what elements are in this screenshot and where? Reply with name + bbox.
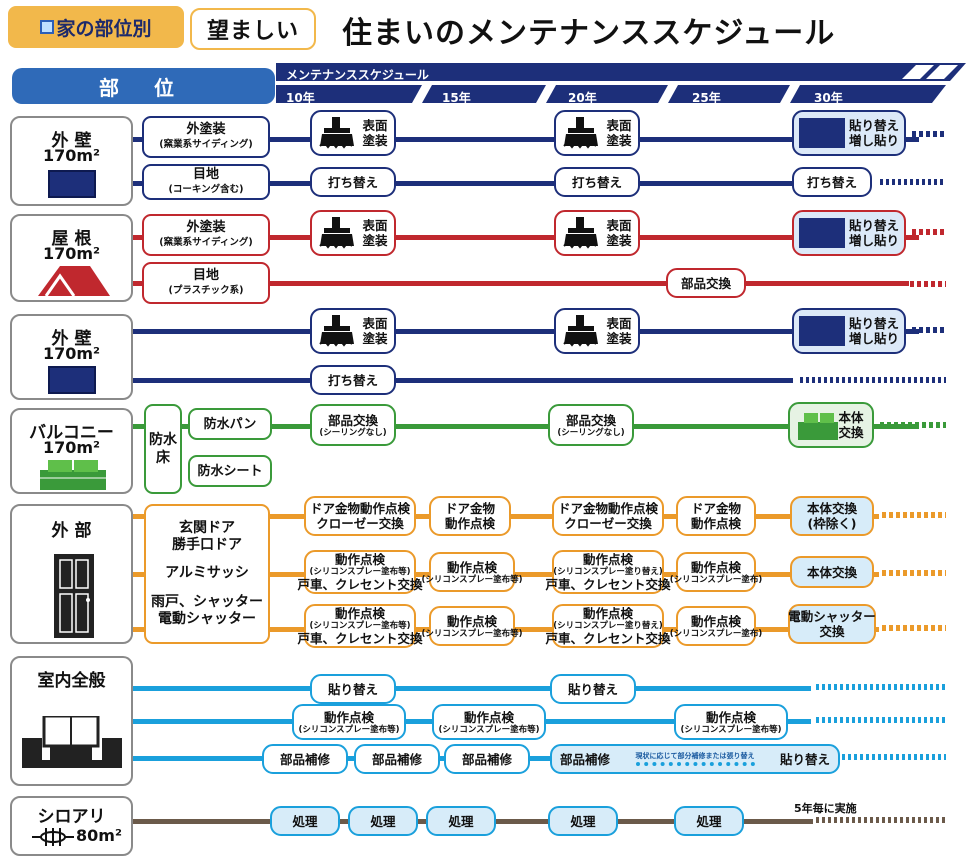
section-tag: 家の部位別 [8, 6, 184, 48]
node-wall2-replace-30: 貼り替え増し貼り [792, 308, 906, 354]
year-30: 30年 [814, 91, 843, 105]
node-rebeat-30: 打ち替え [792, 167, 872, 197]
node-shutter-check-10: 動作点検(シリコンスプレー塗布等)戸車、クレセント交換 [297, 604, 423, 648]
node-int-check-10: 動作点検(シリコンスプレー塗布等) [292, 704, 406, 740]
house-icon [40, 20, 55, 34]
panel-icon [798, 316, 845, 346]
node-shutter-check-15: 動作点検(シリコンスプレー塗布等) [421, 606, 523, 646]
node-wall2-paint-20: 表面塗装 [554, 308, 640, 354]
node-door-metal-15: ドア金物動作点検 [429, 496, 511, 536]
node-roof-paint-20: 表面塗装 [554, 210, 640, 256]
sofa-icon [22, 716, 122, 768]
schedule-label: メンテナンススケジュール [286, 68, 429, 82]
node-roof-paint-10: 表面塗装 [310, 210, 396, 256]
node-treatment-1: 処理 [270, 806, 340, 836]
balcony-icon [40, 460, 106, 490]
brush-icon [563, 217, 599, 249]
node-balcony-parts-10: 部品交換(シーリングなし) [310, 404, 396, 446]
node-int-check-25: 動作点検(シリコンスプレー塗布等) [674, 704, 788, 740]
node-sash-check-25: 動作点検(シリコンスプレー塗布) [670, 552, 762, 592]
year-20: 20年 [568, 91, 597, 105]
sub-roof-paint: 外塗装(窯業系サイディング) [142, 214, 270, 256]
node-repaste-20: 貼り替え [550, 674, 636, 704]
node-door-metal-25: ドア金物動作点検 [676, 496, 756, 536]
category-wall-2: 外 壁 170m² [10, 314, 133, 400]
node-surface-paint-20: 表面塗装 [554, 110, 640, 156]
part-header: 部 位 [12, 68, 275, 104]
wall-panel-icon [48, 170, 96, 198]
node-roof-replace-30: 貼り替え増し貼り [792, 210, 906, 256]
node-repair-3: 部品補修 [444, 744, 530, 774]
category-interior: 室内全般 [10, 656, 133, 786]
desirable-pill: 望ましい [190, 8, 316, 50]
node-parts-exchange-25: 部品交換 [666, 268, 746, 298]
sub-roof-joint: 目地(プラスチック系) [142, 262, 270, 304]
node-sash-check-15: 動作点検(シリコンスプレー塗布等) [421, 552, 523, 592]
node-rebeat-10: 打ち替え [310, 167, 396, 197]
node-rebeat-20: 打ち替え [554, 167, 640, 197]
brush-icon [319, 315, 355, 347]
balcony-small-icon [798, 413, 839, 440]
node-repair-replace: 部品補修 現状に応じて部分補修または張り替え 貼り替え [550, 744, 840, 774]
node-treatment-2: 処理 [348, 806, 418, 836]
node-wall2-paint-10: 表面塗装 [310, 308, 396, 354]
node-surface-paint-10: 表面塗装 [310, 110, 396, 156]
brush-icon [563, 315, 599, 347]
wall-panel-icon [48, 366, 96, 394]
node-shutter-check-20: 動作点検(シリコンスプレー塗り替え)戸車、クレセント交換 [545, 604, 671, 648]
node-sash-body-30: 本体交換 [790, 556, 874, 588]
node-repair-1: 部品補修 [262, 744, 348, 774]
category-exterior: 外 部 [10, 504, 133, 644]
node-body-exchange-30: 本体交換(枠除く) [790, 496, 874, 536]
panel-icon [798, 218, 845, 248]
roof-icon [38, 266, 110, 296]
every-5-years: 5年毎に実施 [794, 802, 857, 815]
brush-icon [319, 217, 355, 249]
sub-waterproof-sheet: 防水シート [188, 455, 272, 487]
page-title: 住まいのメンテナンススケジュール [342, 16, 836, 51]
node-balcony-body-30: 本体交換 [788, 402, 874, 448]
node-door-check-10: ドア金物動作点検クローゼー交換 [304, 496, 416, 536]
node-treatment-5: 処理 [674, 806, 744, 836]
timeline-banner [276, 63, 966, 103]
node-treatment-4: 処理 [548, 806, 618, 836]
termite-icon [32, 828, 74, 846]
year-15: 15年 [442, 91, 471, 105]
brush-icon [563, 117, 599, 149]
sub-waterproof-pan: 防水パン [188, 408, 272, 440]
sub-exterior-paint: 外塗装(窯業系サイディング) [142, 116, 270, 158]
node-replace-30: 貼り替え増し貼り [792, 110, 906, 156]
node-sash-check-20: 動作点検(シリコンスプレー塗り替え)戸車、クレセント交換 [545, 550, 671, 594]
sub-waterproof-floor: 防水床 [144, 404, 182, 494]
category-wall-1: 外 壁 170m² [10, 116, 133, 206]
node-balcony-parts-20: 部品交換(シーリングなし) [548, 404, 634, 446]
category-termite: シロアリ 80m² [10, 796, 133, 856]
door-icon [54, 554, 94, 638]
year-10: 10年 [286, 91, 315, 105]
node-wall2-rebeat-10: 打ち替え [310, 365, 396, 395]
node-repair-2: 部品補修 [354, 744, 440, 774]
category-balcony: バルコニー 170m² [10, 408, 133, 494]
panel-icon [798, 118, 845, 148]
node-int-check-15: 動作点検(シリコンスプレー塗布等) [432, 704, 546, 740]
node-shutter-check-25: 動作点検(シリコンスプレー塗布) [670, 606, 762, 646]
node-repaste-10: 貼り替え [310, 674, 396, 704]
category-roof: 屋 根 170m² [10, 214, 133, 302]
sub-joint: 目地(コーキング含む) [142, 164, 270, 200]
node-door-check-20: ドア金物動作点検クローゼー交換 [552, 496, 664, 536]
node-sash-check-10: 動作点検(シリコンスプレー塗布等)戸車、クレセント交換 [297, 550, 423, 594]
brush-icon [319, 117, 355, 149]
node-treatment-3: 処理 [426, 806, 496, 836]
node-e-shutter-30: 電動シャッター交換 [788, 604, 876, 644]
year-25: 25年 [692, 91, 721, 105]
sub-exterior-items: 玄関ドア勝手口ドア アルミサッシ 雨戸、シャッター電動シャッター [144, 504, 270, 644]
